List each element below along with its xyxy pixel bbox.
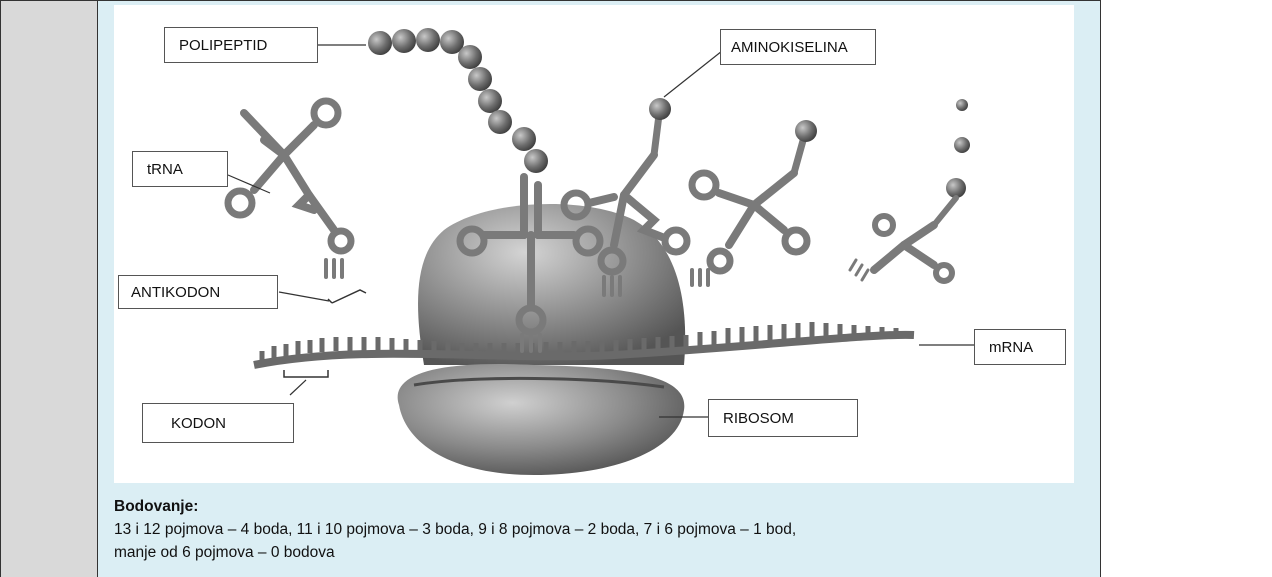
free-amino-acids — [946, 99, 970, 198]
label-antikodon: ANTIKODON — [118, 275, 278, 309]
anticodon-bracket — [328, 290, 366, 303]
scoring-line-1: 13 i 12 pojmova – 4 boda, 11 i 10 pojmov… — [114, 518, 1094, 541]
table-left-column — [1, 1, 98, 577]
translation-diagram: POLIPEPTID AMINOKISELINA tRNA ANTIKODON … — [114, 5, 1074, 483]
scoring-line-2: manje od 6 pojmova – 0 bodova — [114, 541, 1094, 564]
label-mrna: mRNA — [974, 329, 1066, 365]
trna-bound-amino-acids — [649, 98, 817, 142]
content-cell: POLIPEPTID AMINOKISELINA tRNA ANTIKODON … — [98, 1, 1100, 577]
label-trna: tRNA — [132, 151, 228, 187]
label-aminokiselina: AMINOKISELINA — [720, 29, 876, 65]
table-right-column — [1100, 0, 1272, 577]
scoring-section: Bodovanje: 13 i 12 pojmova – 4 boda, 11 … — [114, 495, 1094, 564]
codon-bracket — [284, 370, 328, 377]
scoring-title: Bodovanje: — [114, 495, 1094, 518]
polypeptide-chain — [368, 28, 548, 173]
label-kodon: KODON — [142, 403, 294, 443]
label-ribosom: RIBOSOM — [708, 399, 858, 437]
label-polipeptid: POLIPEPTID — [164, 27, 318, 63]
ribosome-small-subunit — [398, 364, 685, 475]
